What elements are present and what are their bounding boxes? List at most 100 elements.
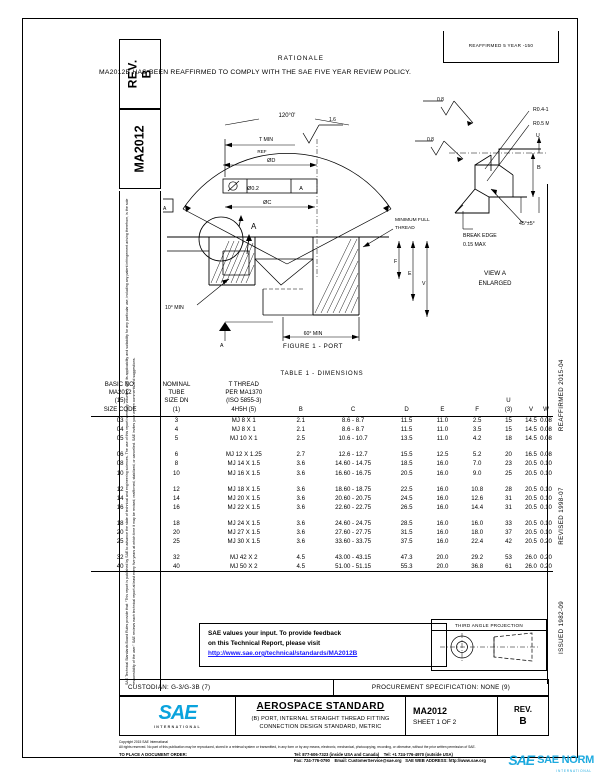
table-group-spacer bbox=[91, 512, 553, 519]
table-cell: 3.6 bbox=[296, 494, 305, 502]
table-cell: 20.5 bbox=[525, 494, 537, 502]
rev-history-issued: ISSUED 1982-09 bbox=[558, 600, 565, 654]
label-dim-b-view: B bbox=[537, 165, 541, 171]
table-cell: 11.5 bbox=[400, 426, 413, 434]
footer-contact-col: Tel: 877-606-7323 (inside USA and Canada… bbox=[294, 752, 549, 765]
table-cell: 16.0 bbox=[436, 537, 449, 545]
table-cell: MJ 8 X 1 bbox=[231, 426, 256, 434]
revision-cell: REV. B bbox=[498, 697, 548, 735]
table-cell: 14.5 bbox=[525, 435, 537, 443]
sae-logo: SAE bbox=[158, 702, 197, 725]
table-cell: 61 bbox=[493, 562, 523, 573]
table-cell: 10 bbox=[173, 469, 180, 477]
table-cell: 20 bbox=[173, 528, 180, 536]
footer-order-label: TO PLACE A DOCUMENT ORDER: bbox=[119, 751, 188, 757]
drawing-svg: 120°0' 1.6 T MIN REF ØD Ø0.2 A ØC T M A … bbox=[163, 97, 549, 349]
table-cell: 03 bbox=[116, 417, 124, 425]
label-gdt-datum: A bbox=[299, 186, 303, 192]
table-cell: 11.5 bbox=[400, 417, 413, 425]
table-cell: 16.5 bbox=[525, 451, 537, 459]
feedback-box: SAE values your input. To provide feedba… bbox=[199, 623, 447, 667]
table-cell: 6 bbox=[174, 451, 179, 459]
footer-web-label: SAE WEB ADDRESS: bbox=[405, 758, 448, 764]
table-cell: 16.60 - 16.75 bbox=[335, 469, 372, 477]
table-cell: 3.6 bbox=[296, 503, 305, 511]
col-header-w: W bbox=[539, 381, 553, 417]
footer: Copyright 2015 SAE International All rig… bbox=[119, 738, 549, 776]
col-header-d: D bbox=[388, 381, 425, 417]
col-header-u: U (3) bbox=[493, 381, 523, 417]
table-cell: 37 bbox=[505, 528, 512, 536]
table-cell: MJ 18 X 1.5 bbox=[227, 485, 261, 493]
label-dim-v: V bbox=[422, 281, 426, 287]
table-cell: 5.2 bbox=[472, 451, 482, 459]
table-group-spacer bbox=[91, 444, 553, 451]
watermark-text: SAE NORM bbox=[537, 754, 594, 766]
table-cell: 8.6 - 8.7 bbox=[341, 417, 365, 425]
col-header-c: C bbox=[317, 381, 389, 417]
rationale-body-text: MA2012B HAS BEEN REAFFIRMED TO COMPLY WI… bbox=[99, 69, 412, 76]
label-dim-f: F bbox=[394, 259, 397, 265]
table-cell: 3.6 bbox=[296, 537, 305, 545]
table-cell: 20.5 bbox=[525, 537, 537, 545]
table-cell: 25 bbox=[173, 537, 180, 545]
table-cell: 12.5 bbox=[436, 451, 449, 459]
table-cell: 12 bbox=[173, 485, 180, 493]
table-cell: 0.20 bbox=[539, 562, 553, 573]
footer-fax: Fax: 724-776-0790 bbox=[294, 758, 330, 764]
label-dia-d: ØD bbox=[267, 158, 275, 164]
table-cell: 0.10 bbox=[540, 528, 552, 536]
table-cell: MJ 10 X 1 bbox=[230, 435, 258, 443]
watermark-subtitle: INTERNATIONAL bbox=[556, 769, 592, 773]
dimensions-table-section: TABLE 1 - DIMENSIONS BASIC NO. MA2012 (1… bbox=[91, 371, 553, 573]
table-cell: 25 bbox=[116, 537, 124, 545]
table-cell: 29.2 bbox=[471, 553, 484, 561]
label-view-a-enlarged: ENLARGED bbox=[478, 281, 512, 287]
table-cell: 16.0 bbox=[436, 485, 449, 493]
table-cell: 10 bbox=[116, 469, 124, 477]
col-header-e: E bbox=[424, 381, 461, 417]
col-header-t-thread: T THREAD PER MA1370 (ISO 5855-3) 4H5H (5… bbox=[203, 381, 284, 417]
label-break-edge-val: 0.15 MAX bbox=[463, 242, 486, 248]
table-cell: MJ 27 X 1.5 bbox=[227, 528, 261, 536]
rationale-heading: RATIONALE bbox=[277, 55, 325, 62]
table-cell: 20.5 bbox=[525, 519, 537, 527]
rev-history-revised: REVISED 1998-07 bbox=[558, 487, 565, 545]
feedback-line-1: SAE values your input. To provide feedba… bbox=[208, 630, 342, 637]
table-cell: 14 bbox=[116, 494, 124, 502]
table-cell: 3.6 bbox=[296, 485, 305, 493]
footer-tel-line: Tel: 877-606-7323 (inside USA and Canada… bbox=[294, 752, 549, 759]
table-cell: 26.0 bbox=[523, 562, 540, 573]
footer-tel-usa: Tel: 877-606-7323 (inside USA and Canada… bbox=[294, 751, 380, 757]
table-cell: MJ 20 X 1.5 bbox=[227, 494, 261, 502]
table-group-spacer bbox=[91, 546, 553, 553]
table-cell: 06 bbox=[116, 451, 124, 459]
revision-history-margin: ISSUED 1982-09 REVISED 1998-07 REAFFIRME… bbox=[547, 184, 577, 684]
table-cell: 20.5 bbox=[525, 469, 537, 477]
table-cell: 16.0 bbox=[436, 519, 449, 527]
reaffirmation-stamp: REAFFIRMED 5 YEAR -150 bbox=[443, 31, 559, 63]
legal-disclaimer-margin: SAE Technical Standards Board Rules prov… bbox=[119, 191, 161, 691]
table-cell: 20.5 bbox=[525, 528, 537, 536]
col-header-nominal-tube: NOMINAL TUBE SIZE DN (1) bbox=[149, 381, 204, 417]
table-cell: 18.0 bbox=[471, 528, 484, 536]
watermark: SAE SAE NORM INTERNATIONAL bbox=[508, 752, 594, 773]
third-angle-projection-box: THIRD ANGLE PROJECTION bbox=[431, 619, 547, 671]
table-cell: 2.5 bbox=[296, 435, 305, 443]
table-cell: 16.0 bbox=[436, 469, 449, 477]
table-cell: MJ 22 X 1.5 bbox=[227, 503, 261, 511]
table-cell: 0.08 bbox=[540, 417, 552, 425]
footer-order-label-col: TO PLACE A DOCUMENT ORDER: bbox=[119, 752, 294, 765]
table-cell: 20.5 bbox=[400, 469, 413, 477]
footer-copyright: Copyright 2015 SAE International bbox=[119, 740, 168, 744]
feedback-url-link[interactable]: http://www.sae.org/technical/standards/M… bbox=[208, 649, 358, 657]
table-cell: 31.5 bbox=[400, 528, 413, 536]
table-cell: 3.6 bbox=[296, 460, 305, 468]
label-datum-a-frame: A bbox=[163, 206, 167, 212]
engineering-drawing: 120°0' 1.6 T MIN REF ØD Ø0.2 A ØC T M A … bbox=[163, 79, 549, 359]
